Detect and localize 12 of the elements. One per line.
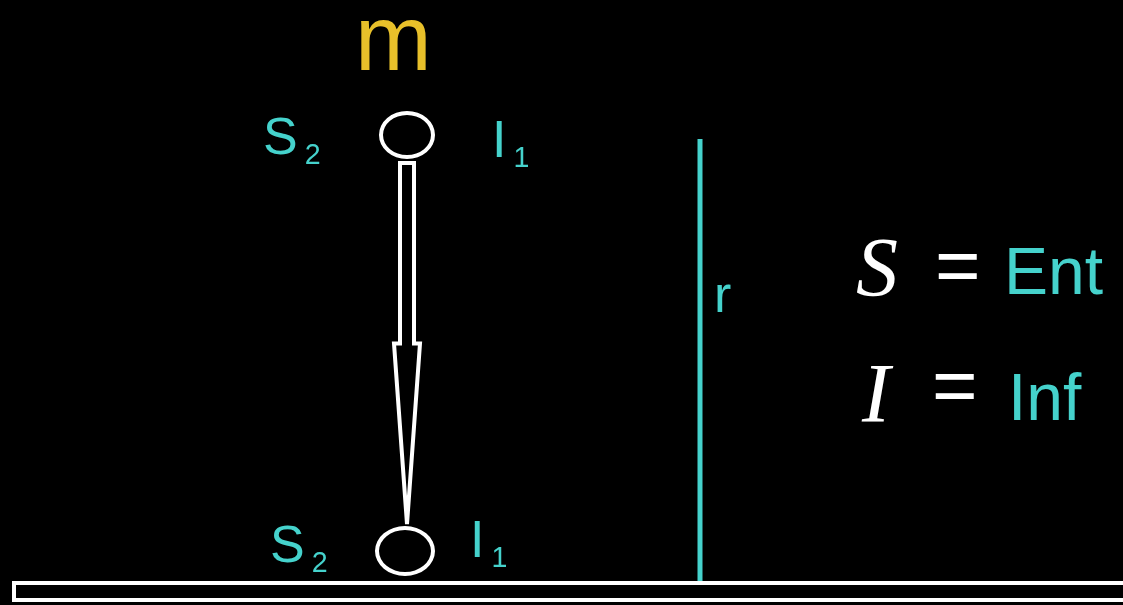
information-word: Inf bbox=[1008, 364, 1082, 430]
entropy-symbol: S$_{2}$ bbox=[263, 110, 321, 169]
distance-label: r bbox=[714, 268, 732, 320]
information-symbol: I$_{1}$ bbox=[492, 113, 530, 172]
equals-sign: = bbox=[935, 226, 981, 304]
entropy-variable: S bbox=[856, 226, 898, 310]
entropy-symbol: S$_{2}$ bbox=[270, 518, 328, 577]
falling-arrow bbox=[391, 161, 423, 526]
mass-label: m bbox=[355, 0, 432, 84]
equals-sign: = bbox=[932, 346, 978, 424]
information-symbol: I$_{1}$ bbox=[470, 513, 508, 572]
entropy-word: Ent bbox=[1004, 238, 1104, 304]
